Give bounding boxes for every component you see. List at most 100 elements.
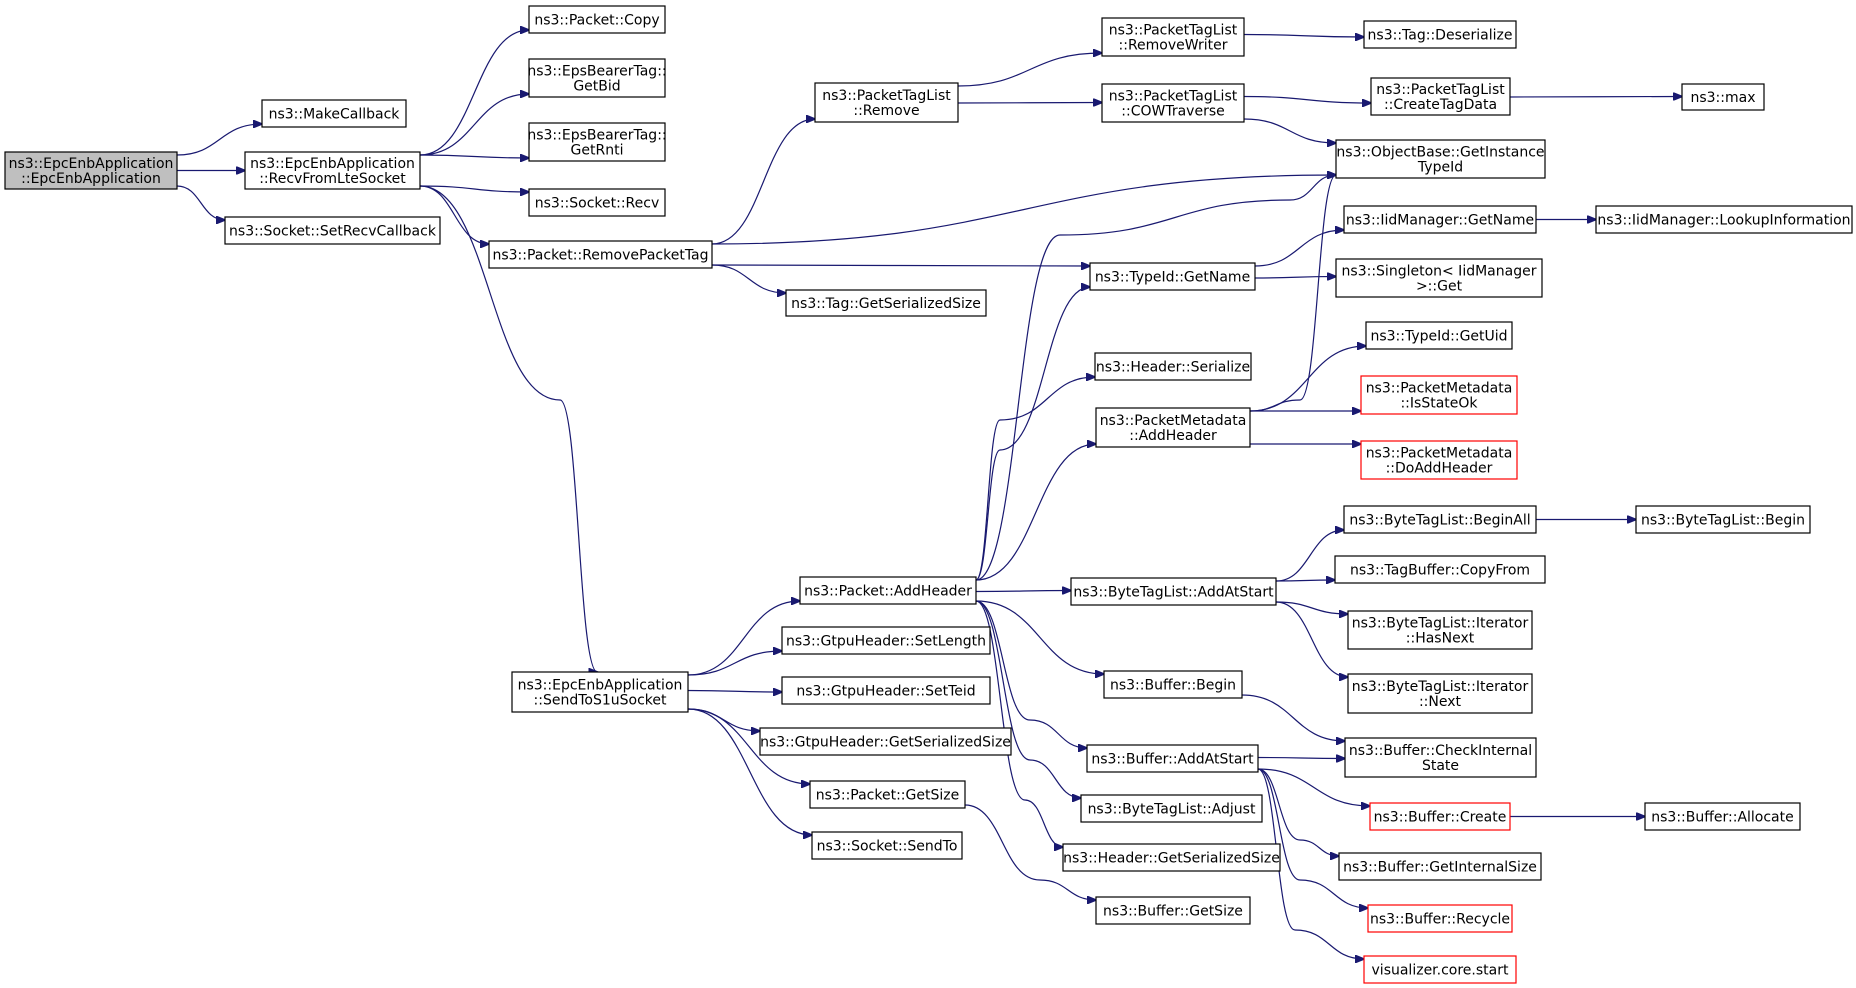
node-pktgetsize[interactable]: ns3::Packet::GetSize [809, 780, 966, 809]
node-box [1343, 505, 1537, 534]
node-label: ns3::Tag::Deserialize [1368, 28, 1513, 44]
node-box [511, 671, 689, 713]
node-btlithasnext[interactable]: ns3::ByteTagList::Iterator::HasNext [1347, 610, 1533, 650]
node-gtpusetlen[interactable]: ns3::GtpuHeader::SetLength [781, 626, 991, 655]
node-btlbegin[interactable]: ns3::ByteTagList::Begin [1635, 505, 1811, 534]
node-pmaddheader[interactable]: ns3::PacketMetadata::AddHeader [1095, 407, 1251, 448]
edge-sendtos1u-to-gtpusetlen [687, 651, 782, 676]
node-sockrecv[interactable]: ns3::Socket::Recv [528, 188, 666, 217]
edge-sendtos1u-to-pktgetsize [687, 708, 810, 784]
node-pktaddheader[interactable]: ns3::Packet::AddHeader [799, 576, 977, 605]
node-pmdoaddheader[interactable]: ns3::PacketMetadata::DoAddHeader [1360, 440, 1518, 480]
node-label: ::CreateTagData [1384, 97, 1497, 113]
node-vizstart[interactable]: visualizer.core.start [1363, 955, 1517, 984]
node-label: ns3::Buffer::GetInternalSize [1343, 860, 1537, 876]
node-taggetsersize[interactable]: ns3::Tag::GetSerializedSize [785, 289, 987, 317]
node-ptlcow[interactable]: ns3::PacketTagList::COWTraverse [1101, 83, 1245, 123]
node-label: ns3::GtpuHeader::SetTeid [796, 684, 975, 700]
node-label: ns3::Buffer::Begin [1110, 678, 1236, 694]
node-recvfromlte[interactable]: ns3::EpcEnbApplication::RecvFromLteSocke… [244, 151, 421, 190]
node-box [781, 626, 991, 655]
node-box [1360, 375, 1518, 415]
node-hdrserialize[interactable]: ns3::Header::Serialize [1094, 352, 1252, 381]
edge-pktaddheader-to-objgetinst [975, 175, 1336, 581]
node-bufallocate[interactable]: ns3::Buffer::Allocate [1644, 802, 1801, 831]
node-tbcopyfrom[interactable]: ns3::TagBuffer::CopyFrom [1334, 555, 1546, 584]
node-label: ns3::Packet::RemovePacketTag [492, 248, 708, 264]
node-box [1101, 83, 1245, 123]
node-btlitnext[interactable]: ns3::ByteTagList::Iterator::Next [1347, 673, 1533, 714]
node-box [781, 676, 991, 705]
node-box [528, 58, 666, 98]
edge-ptlcow-to-ptlcreatetag [1243, 95, 1371, 104]
node-iidgetname[interactable]: ns3::IidManager::GetName [1343, 205, 1537, 234]
node-ptlcreatetag[interactable]: ns3::PacketTagList::CreateTagData [1370, 77, 1511, 116]
node-label: ns3::GtpuHeader::GetSerializedSize [760, 735, 1011, 751]
node-hdrgetser[interactable]: ns3::Header::GetSerializedSize [1062, 843, 1281, 872]
node-label: ns3::PacketTagList [1376, 82, 1505, 98]
node-socksendto[interactable]: ns3::Socket::SendTo [811, 831, 963, 860]
node-pmisstateok[interactable]: ns3::PacketMetadata::IsStateOk [1360, 375, 1518, 415]
edge-pktaddheader-to-bufbegin [975, 600, 1104, 674]
node-box [261, 99, 407, 128]
node-label: ns3::PacketTagList [1109, 23, 1238, 39]
node-pktcopy[interactable]: ns3::Packet::Copy [528, 5, 666, 34]
node-label: ::SendToS1uSocket [534, 693, 667, 709]
node-singletonget[interactable]: ns3::Singleton< IidManager>::Get [1335, 258, 1543, 298]
node-makecallback[interactable]: ns3::MakeCallback [261, 99, 407, 128]
edge-removepkttag-to-objgetinst [711, 175, 1336, 245]
edge-typeidgetname-to-singletonget [1254, 277, 1336, 279]
node-typeidgetname[interactable]: ns3::TypeId::GetName [1089, 262, 1256, 291]
node-label: ns3::PacketTagList [1109, 89, 1238, 105]
node-ptlremovewriter[interactable]: ns3::PacketTagList::RemoveWriter [1101, 17, 1245, 57]
node-label: ::EpcEnbApplication [21, 171, 161, 187]
edge-ptlcreatetag-to-max [1509, 97, 1682, 98]
edge-sendtos1u-to-pktaddheader [687, 601, 800, 676]
node-removepkttag[interactable]: ns3::Packet::RemovePacketTag [488, 240, 713, 269]
node-bufgetintsize[interactable]: ns3::Buffer::GetInternalSize [1338, 852, 1542, 881]
node-bufaddatstart[interactable]: ns3::Buffer::AddAtStart [1086, 744, 1259, 773]
edge-btladdatstart-to-btlbeginall [1275, 530, 1344, 582]
node-box [1094, 352, 1252, 381]
node-label: ns3::Packet::Copy [534, 13, 659, 29]
edge-bufaddatstart-to-bufgetintsize [1257, 768, 1339, 856]
node-label: ::RemoveWriter [1119, 38, 1228, 54]
node-iidlookup[interactable]: ns3::IidManager::LookupInformation [1595, 205, 1853, 234]
node-label: ns3::PacketMetadata [1100, 413, 1247, 429]
node-ptlremove[interactable]: ns3::PacketTagList::Remove [814, 82, 959, 123]
node-getbid[interactable]: ns3::EpsBearerTag::GetBid [527, 58, 667, 98]
node-root[interactable]: ns3::EpcEnbApplication::EpcEnbApplicatio… [4, 151, 178, 190]
node-label: ns3::Buffer::Create [1374, 810, 1507, 826]
edge-root-to-makecallback [176, 124, 262, 156]
node-bufrecycle[interactable]: ns3::Buffer::Recycle [1367, 904, 1513, 933]
edge-pmaddheader-to-typeidgetuid [1249, 346, 1366, 412]
node-box [1103, 670, 1243, 699]
node-sendtos1u[interactable]: ns3::EpcEnbApplication::SendToS1uSocket [511, 671, 689, 713]
node-btladdatstart[interactable]: ns3::ByteTagList::AddAtStart [1070, 577, 1277, 606]
node-label: ::HasNext [1406, 631, 1475, 647]
node-box [799, 576, 977, 605]
node-bufbegin[interactable]: ns3::Buffer::Begin [1103, 670, 1243, 699]
edge-pktaddheader-to-hdrserialize [975, 377, 1095, 581]
node-bufcreate[interactable]: ns3::Buffer::Create [1369, 802, 1511, 831]
node-btladjust[interactable]: ns3::ByteTagList::Adjust [1080, 794, 1263, 823]
node-box [1070, 577, 1277, 606]
node-label: ns3::Buffer::Allocate [1651, 810, 1794, 826]
node-tagdeser[interactable]: ns3::Tag::Deserialize [1363, 20, 1517, 49]
node-box [1363, 955, 1517, 984]
node-gtpugetser[interactable]: ns3::GtpuHeader::GetSerializedSize [759, 727, 1012, 756]
node-gtpusetteid[interactable]: ns3::GtpuHeader::SetTeid [781, 676, 991, 705]
node-bufgetsize[interactable]: ns3::Buffer::GetSize [1095, 896, 1251, 925]
node-label: ::Next [1419, 694, 1462, 710]
edge-bufaddatstart-to-bufcreate [1257, 768, 1370, 806]
node-typeidgetuid[interactable]: ns3::TypeId::GetUid [1365, 321, 1513, 350]
node-max[interactable]: ns3::max [1681, 83, 1765, 111]
node-btlbeginall[interactable]: ns3::ByteTagList::BeginAll [1343, 505, 1537, 534]
node-getrnti[interactable]: ns3::EpsBearerTag::GetRnti [527, 122, 667, 162]
node-setrecvcb[interactable]: ns3::Socket::SetRecvCallback [224, 216, 441, 245]
edge-bufaddatstart-to-vizstart [1257, 768, 1364, 959]
node-label: ns3::EpsBearerTag:: [527, 64, 666, 80]
